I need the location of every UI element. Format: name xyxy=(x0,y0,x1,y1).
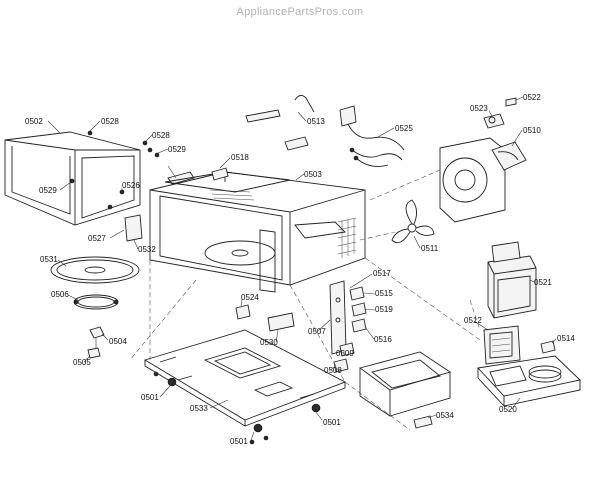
coupler-part xyxy=(89,326,105,339)
label-0521: 0521 xyxy=(534,278,552,287)
transformer-part xyxy=(487,241,537,319)
assembly-lines xyxy=(129,169,481,431)
label-0527: 0527 xyxy=(88,234,106,243)
feet-part xyxy=(153,371,321,445)
label-0501-b: 0501 xyxy=(230,437,248,446)
cabinet-screws xyxy=(69,130,160,229)
leader-lines xyxy=(47,96,557,441)
label-0511: 0511 xyxy=(421,244,439,253)
mica-cover-part xyxy=(124,214,143,242)
label-0520: 0520 xyxy=(499,405,517,414)
label-0522: 0522 xyxy=(523,93,541,102)
label-0501-a: 0501 xyxy=(141,393,159,402)
label-0504: 0504 xyxy=(109,337,127,346)
label-0531: 0531 xyxy=(40,255,58,264)
label-0514: 0514 xyxy=(557,334,575,343)
label-0524: 0524 xyxy=(241,293,259,302)
label-0513: 0513 xyxy=(307,117,325,126)
watermark-text: AppliancePartsPros.com xyxy=(236,6,363,18)
outer-cabinet-part xyxy=(4,131,141,226)
label-0530: 0530 xyxy=(260,338,278,347)
air-guide-part xyxy=(358,351,452,417)
label-0528-a: 0528 xyxy=(101,117,119,126)
label-0525: 0525 xyxy=(395,124,413,133)
label-0532: 0532 xyxy=(138,245,156,254)
turntable-motor-part xyxy=(87,347,101,359)
label-0506: 0506 xyxy=(51,290,69,299)
label-0528-b: 0528 xyxy=(152,131,170,140)
label-0507: 0507 xyxy=(308,327,326,336)
label-0519: 0519 xyxy=(375,305,393,314)
label-0502: 0502 xyxy=(25,117,43,126)
lamp-socket-part xyxy=(267,312,295,332)
fan-motor-part xyxy=(439,137,527,223)
label-0510: 0510 xyxy=(523,126,541,135)
power-cord-part xyxy=(339,105,405,167)
label-0509: 0509 xyxy=(336,349,354,358)
label-0534: 0534 xyxy=(436,411,454,420)
part-labels: 0502 0528 0528 0529 0529 0526 0527 0532 … xyxy=(25,93,575,446)
label-0517: 0517 xyxy=(373,269,391,278)
label-0512: 0512 xyxy=(464,316,482,325)
label-0523: 0523 xyxy=(470,104,488,113)
fan-blade-part xyxy=(391,199,435,244)
label-0529-b: 0529 xyxy=(39,186,57,195)
label-0529-a: 0529 xyxy=(168,145,186,154)
label-0505: 0505 xyxy=(73,358,91,367)
thermostat-part xyxy=(483,97,517,129)
label-0516: 0516 xyxy=(374,335,392,344)
latch-board-part xyxy=(329,280,347,355)
high-voltage-board-part xyxy=(477,355,581,408)
label-0518: 0518 xyxy=(231,153,249,162)
glass-tray-part xyxy=(50,256,140,284)
bottom-bracket-part xyxy=(413,415,433,429)
top-bracket-part xyxy=(211,167,229,181)
interlock-switches-part xyxy=(333,286,367,373)
label-0503: 0503 xyxy=(304,170,322,179)
magnetron-part xyxy=(483,325,521,365)
label-0533: 0533 xyxy=(190,404,208,413)
label-0526: 0526 xyxy=(122,181,140,190)
hinge-part xyxy=(235,304,251,320)
label-0508: 0508 xyxy=(324,366,342,375)
roller-ring-part xyxy=(73,294,119,310)
label-0501-c: 0501 xyxy=(323,418,341,427)
bracket-part xyxy=(167,171,195,185)
label-0515: 0515 xyxy=(375,289,393,298)
oven-cavity-part xyxy=(149,171,366,293)
fuse-part xyxy=(540,340,556,354)
wire-harness-part xyxy=(245,95,315,151)
